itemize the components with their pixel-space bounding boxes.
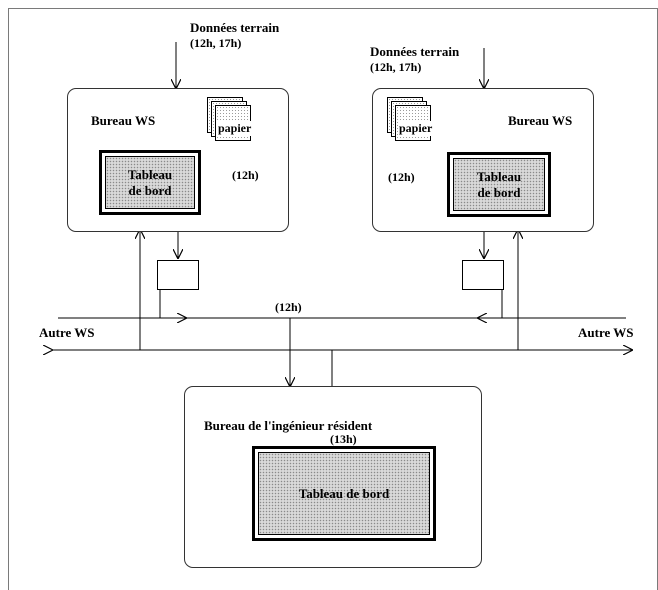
right-input-times: (12h, 17h) xyxy=(370,60,422,74)
left-input-label: Données terrain xyxy=(190,20,280,35)
left-input-times: (12h, 17h) xyxy=(190,36,242,50)
left-time-label: (12h) xyxy=(232,168,259,182)
right-env-to-bus xyxy=(478,288,503,318)
left-dashboard-line2: de bord xyxy=(128,182,172,198)
mail-time-label: (12h) xyxy=(275,300,302,314)
left-dashboard-line1: Tableau xyxy=(127,166,173,182)
left-other-ws: Autre WS xyxy=(39,325,95,340)
right-office-label: Bureau WS xyxy=(508,113,573,128)
left-office-label: Bureau WS xyxy=(91,113,156,128)
resident-dashboard: Tableau de bord xyxy=(252,446,436,541)
right-input-label: Données terrain xyxy=(370,44,460,59)
envelope-icon xyxy=(462,260,504,290)
resident-office-label: Bureau de l'ingénieur résident xyxy=(204,418,373,433)
right-paper-label: papier xyxy=(398,121,434,136)
right-dashboard-line1: Tableau xyxy=(476,168,522,184)
right-time-label: (12h) xyxy=(388,170,415,184)
left-env-to-bus xyxy=(159,288,186,318)
resident-time-label: (13h) xyxy=(330,432,357,446)
resident-dashboard-label: Tableau de bord xyxy=(298,485,390,501)
right-other-ws: Autre WS xyxy=(578,325,634,340)
envelope-icon xyxy=(157,260,199,290)
left-paper-label: papier xyxy=(217,121,253,136)
right-dashboard-line2: de bord xyxy=(477,184,521,200)
